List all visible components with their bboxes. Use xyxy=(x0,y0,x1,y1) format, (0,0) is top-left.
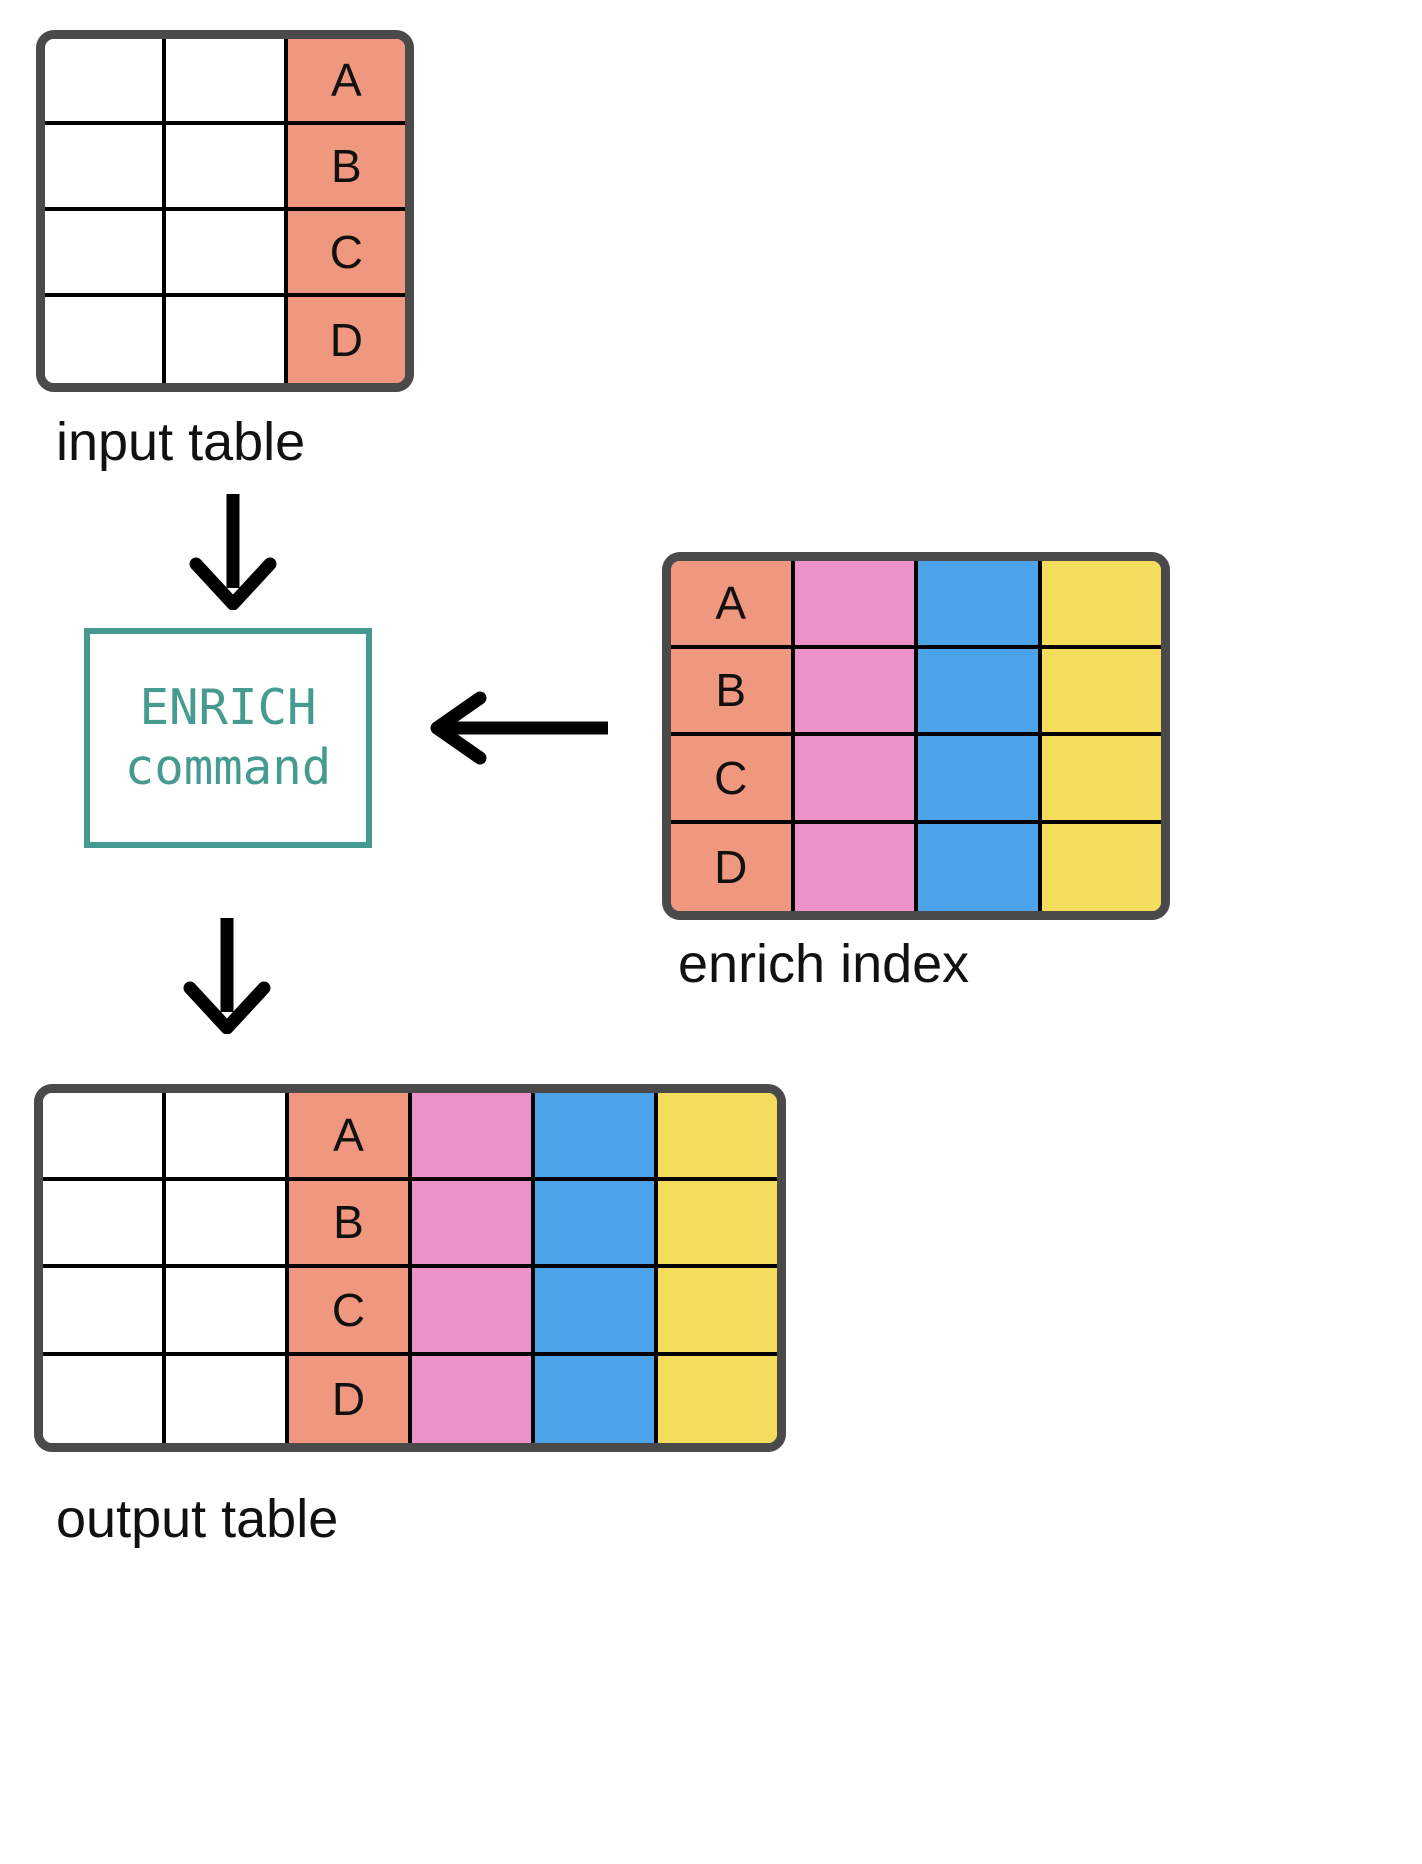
input-table-caption: input table xyxy=(56,412,306,472)
output-cell-r1c3 xyxy=(412,1180,535,1268)
index-cell-r2c2 xyxy=(918,736,1042,824)
output-cell-r0c2: A xyxy=(289,1093,412,1181)
arrow-input-to-command xyxy=(189,494,277,610)
arrow-index-to-command xyxy=(430,691,608,765)
output-table-caption: output table xyxy=(56,1489,339,1549)
table-row: C xyxy=(45,211,405,297)
output-cell-r0c4 xyxy=(535,1093,658,1181)
table-row: A xyxy=(43,1093,777,1181)
index-cell-r2c1 xyxy=(794,736,918,824)
index-cell-r1c0: B xyxy=(671,648,795,736)
input-cell-r3c2: D xyxy=(287,297,405,383)
output-cell-r2c0 xyxy=(43,1268,166,1356)
table-row: B xyxy=(45,125,405,211)
index-cell-r3c2 xyxy=(918,823,1042,911)
input-cell-r0c0 xyxy=(45,39,167,125)
table-row: C xyxy=(671,736,1161,824)
output-cell-r3c3 xyxy=(412,1355,535,1443)
table-row: A xyxy=(671,561,1161,649)
index-cell-r1c2 xyxy=(918,648,1042,736)
index-cell-r1c3 xyxy=(1041,648,1161,736)
input-cell-r3c1 xyxy=(166,297,288,383)
input-cell-r1c0 xyxy=(45,125,167,211)
output-cell-r2c3 xyxy=(412,1268,535,1356)
index-cell-r1c1 xyxy=(794,648,918,736)
output-cell-r1c0 xyxy=(43,1180,166,1268)
output-cell-r0c1 xyxy=(166,1093,289,1181)
output-cell-r3c4 xyxy=(535,1355,658,1443)
table-row: B xyxy=(43,1180,777,1268)
input-cell-r2c1 xyxy=(166,211,288,297)
input-cell-r2c2: C xyxy=(287,211,405,297)
index-cell-r0c1 xyxy=(794,561,918,649)
output-cell-r2c5 xyxy=(658,1268,777,1356)
index-cell-r0c2 xyxy=(918,561,1042,649)
index-cell-r0c0: A xyxy=(671,561,795,649)
table-row: C xyxy=(43,1268,777,1356)
output-cell-r3c2: D xyxy=(289,1355,412,1443)
enrich-command-box[interactable]: ENRICH command xyxy=(84,628,372,848)
output-cell-r2c4 xyxy=(535,1268,658,1356)
output-cell-r2c1 xyxy=(166,1268,289,1356)
output-cell-r3c5 xyxy=(658,1355,777,1443)
output-cell-r1c4 xyxy=(535,1180,658,1268)
input-cell-r0c2: A xyxy=(287,39,405,125)
input-table: A B C D xyxy=(36,30,414,392)
output-cell-r0c5 xyxy=(658,1093,777,1181)
index-cell-r3c3 xyxy=(1041,823,1161,911)
enrich-index-caption: enrich index xyxy=(678,934,970,994)
output-cell-r0c0 xyxy=(43,1093,166,1181)
index-cell-r2c0: C xyxy=(671,736,795,824)
output-cell-r1c5 xyxy=(658,1180,777,1268)
table-row: B xyxy=(671,648,1161,736)
table-row: D xyxy=(671,823,1161,911)
index-cell-r0c3 xyxy=(1041,561,1161,649)
input-cell-r1c1 xyxy=(166,125,288,211)
output-cell-r2c2: C xyxy=(289,1268,412,1356)
output-cell-r0c3 xyxy=(412,1093,535,1181)
output-cell-r3c1 xyxy=(166,1355,289,1443)
arrow-command-to-output xyxy=(183,918,271,1034)
input-cell-r2c0 xyxy=(45,211,167,297)
output-cell-r3c0 xyxy=(43,1355,166,1443)
command-name-line: ENRICH xyxy=(139,679,317,737)
table-row: D xyxy=(45,297,405,383)
table-row: D xyxy=(43,1355,777,1443)
output-cell-r1c1 xyxy=(166,1180,289,1268)
input-cell-r0c1 xyxy=(166,39,288,125)
input-cell-r1c2: B xyxy=(287,125,405,211)
command-word-line: command xyxy=(124,739,332,796)
output-table: A B C D xyxy=(34,1084,786,1452)
index-cell-r3c0: D xyxy=(671,823,795,911)
output-cell-r1c2: B xyxy=(289,1180,412,1268)
table-row: A xyxy=(45,39,405,125)
input-cell-r3c0 xyxy=(45,297,167,383)
enrich-index-table: A B C D xyxy=(662,552,1170,920)
index-cell-r3c1 xyxy=(794,823,918,911)
index-cell-r2c3 xyxy=(1041,736,1161,824)
